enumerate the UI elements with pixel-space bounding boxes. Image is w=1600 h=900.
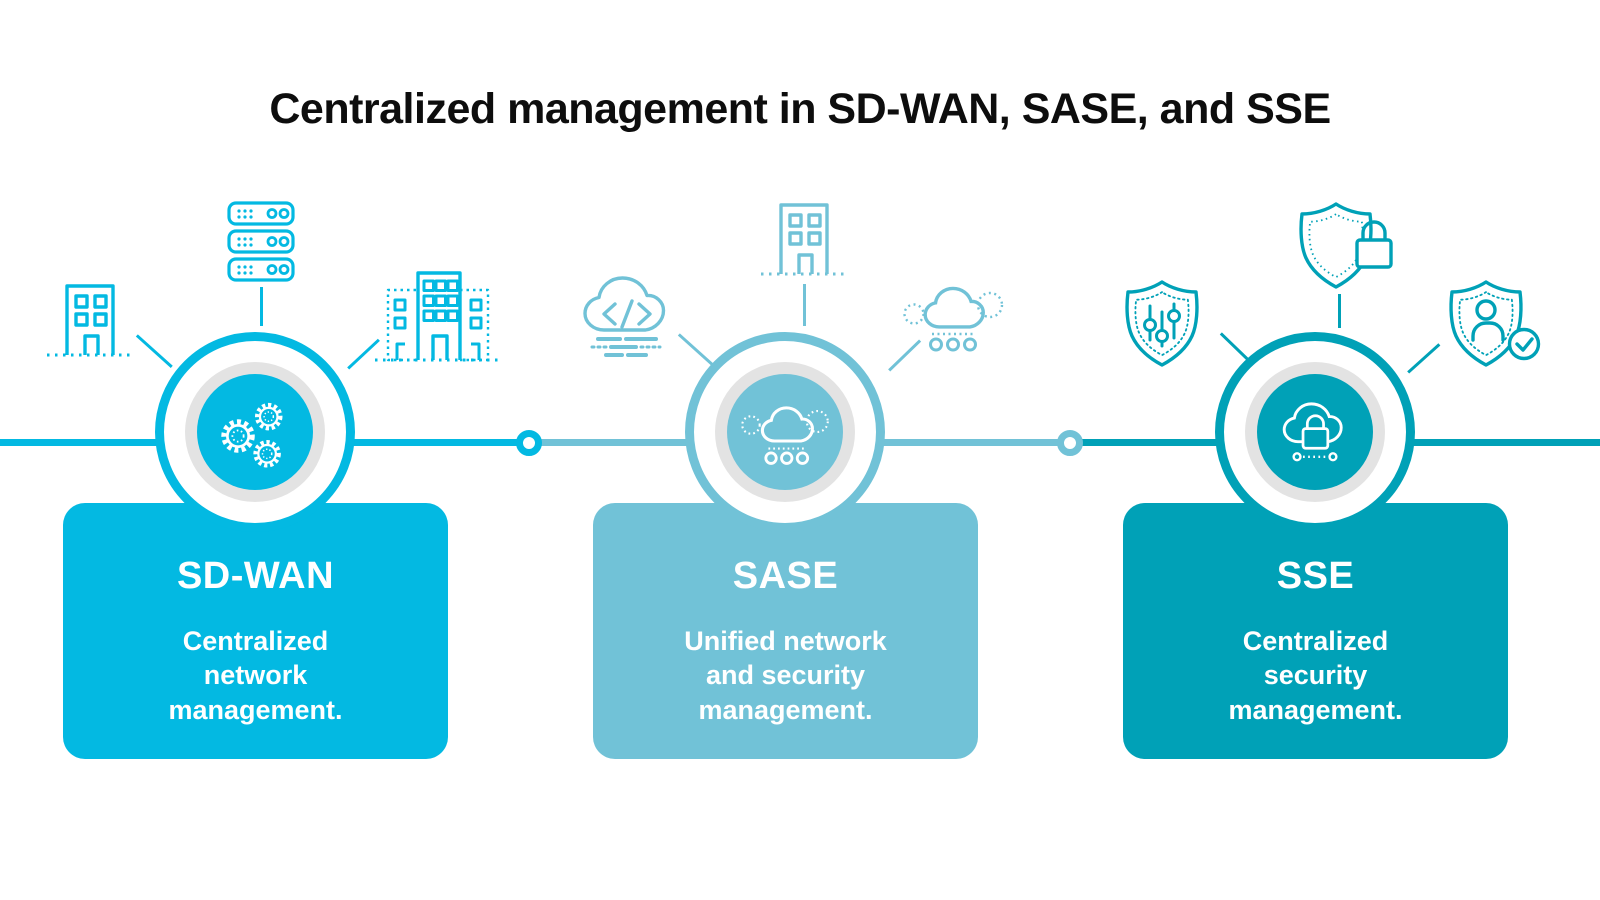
connector-line xyxy=(260,287,263,326)
card-title: SSE xyxy=(1276,555,1355,597)
sse-card: SSE Centralized security management. xyxy=(1123,503,1508,759)
office-building-icon xyxy=(47,284,133,357)
office-building-icon xyxy=(761,203,847,276)
card-title: SD-WAN xyxy=(176,555,335,597)
connector-line xyxy=(347,338,380,370)
connector-line xyxy=(888,339,921,372)
connector-line xyxy=(678,333,714,366)
sase-emblem-ring xyxy=(685,332,885,532)
server-stack-icon xyxy=(227,201,295,282)
sdwan-emblem-gray-ring xyxy=(185,362,325,502)
timeline-segment-sse xyxy=(1070,439,1600,446)
card-description: Centralized network management. xyxy=(168,626,343,725)
sase-emblem-gray-ring xyxy=(715,362,855,502)
connector-line xyxy=(136,334,173,368)
sse-emblem-ring xyxy=(1215,332,1415,532)
sdwan-card: SD-WAN Centralized network management. xyxy=(63,503,448,759)
cloud-network-icon xyxy=(741,406,829,465)
sse-emblem-gray-ring xyxy=(1245,362,1385,502)
card-title: SASE xyxy=(732,555,839,597)
shield-lock-icon xyxy=(1299,202,1393,289)
shield-user-icon xyxy=(1449,280,1541,367)
sase-emblem-disc xyxy=(727,374,843,490)
sdwan-emblem-disc xyxy=(197,374,313,490)
connector-dot-1 xyxy=(516,430,542,456)
city-buildings-icon xyxy=(375,271,499,362)
card-description: Centralized security management. xyxy=(1228,626,1403,725)
shield-sliders-icon xyxy=(1125,280,1199,367)
cloud-code-icon xyxy=(583,276,666,357)
card-description: Unified network and security management. xyxy=(684,626,887,725)
connector-line xyxy=(1407,343,1441,374)
connector-line xyxy=(1338,294,1341,328)
cloud-lock-icon xyxy=(1282,402,1343,462)
timeline-segment-sase xyxy=(529,439,1070,446)
sse-emblem-disc xyxy=(1257,374,1373,490)
sase-card: SASE Unified network and security manage… xyxy=(593,503,978,759)
sdwan-emblem-ring xyxy=(155,332,355,532)
connector-dot-2 xyxy=(1057,430,1083,456)
connector-line xyxy=(803,284,806,326)
connector-line xyxy=(1220,332,1254,365)
gears-icon xyxy=(221,402,283,468)
timeline-segment-sdwan xyxy=(0,439,529,446)
page-title: Centralized management in SD-WAN, SASE, … xyxy=(269,84,1331,133)
cloud-nodes-icon xyxy=(903,286,1004,352)
